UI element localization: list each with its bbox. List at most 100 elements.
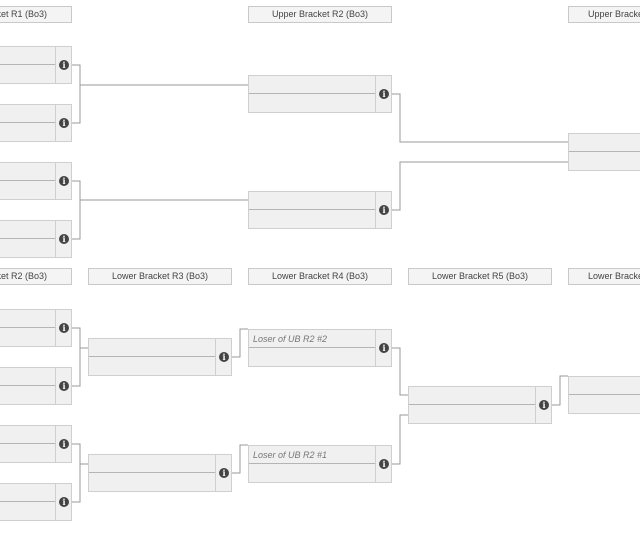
match-ub-r2-2[interactable]: i bbox=[248, 191, 392, 229]
team-slot-top bbox=[249, 192, 375, 210]
header-ub-r1: Upper Bracket R1 (Bo3) bbox=[0, 6, 72, 23]
match-ub-r1-4[interactable]: Anne.TrustEsports x Neoni bbox=[0, 220, 72, 258]
team-slot-bottom: Tt Esports bbox=[0, 181, 55, 199]
match-ub-r1-2[interactable]: Tt EsportsLioni bbox=[0, 104, 72, 142]
match-lb-r2-2[interactable]: Lightning i bbox=[0, 367, 72, 405]
team-slot-bottom: TMG bbox=[0, 65, 55, 83]
match-info-cell: i bbox=[55, 368, 72, 404]
connector-line bbox=[72, 85, 81, 124]
connector-line bbox=[232, 328, 248, 358]
team-slot-bottom bbox=[249, 464, 375, 482]
connector-line bbox=[552, 375, 568, 406]
connector-line bbox=[72, 200, 81, 240]
header-ub-final: Upper Bracket Final (Bo3) bbox=[568, 6, 640, 23]
connector-line bbox=[392, 414, 408, 465]
match-info-cell: i bbox=[55, 484, 72, 520]
info-icon[interactable]: i bbox=[379, 459, 389, 469]
match-lb-r4-1[interactable]: Loser of UB R2 #2 i bbox=[248, 329, 392, 367]
info-icon[interactable]: i bbox=[59, 439, 69, 449]
team-slot-top bbox=[249, 76, 375, 94]
team-slot-bottom bbox=[89, 357, 215, 375]
info-icon[interactable]: i bbox=[219, 352, 229, 362]
team-slot-bottom: Lion bbox=[0, 123, 55, 141]
info-icon[interactable]: i bbox=[59, 323, 69, 333]
match-ub-r1-3[interactable]: Tt Esports i bbox=[0, 162, 72, 200]
team-slot-bottom bbox=[249, 94, 375, 112]
info-icon[interactable]: i bbox=[59, 176, 69, 186]
info-icon[interactable]: i bbox=[59, 234, 69, 244]
match-lb-final-1[interactable]: i bbox=[568, 376, 640, 414]
team-slot-bottom bbox=[249, 210, 375, 228]
header-lb-final: Lower Bracket Final (Bo3) bbox=[568, 268, 640, 285]
team-slot-top bbox=[0, 163, 55, 181]
match-info-cell: i bbox=[55, 426, 72, 462]
match-lb-r2-4[interactable]: Ultrai bbox=[0, 483, 72, 521]
info-icon[interactable]: i bbox=[379, 343, 389, 353]
team-slot-top: Predator bbox=[0, 47, 55, 65]
team-slot-top: Tt Esports bbox=[0, 105, 55, 123]
team-slot-top bbox=[0, 368, 55, 386]
team-slot-top: Anne.Trust bbox=[0, 221, 55, 239]
match-info-cell: i bbox=[375, 192, 392, 228]
match-info-cell: i bbox=[215, 455, 232, 491]
connector-line bbox=[72, 443, 88, 465]
team-slot-bottom bbox=[89, 473, 215, 491]
info-icon[interactable]: i bbox=[219, 468, 229, 478]
connector-line bbox=[72, 64, 248, 86]
connector-line bbox=[72, 180, 248, 201]
match-ub-r1-1[interactable]: PredatorTMG i bbox=[0, 46, 72, 84]
info-icon[interactable]: i bbox=[59, 60, 69, 70]
match-info-cell: i bbox=[55, 47, 72, 83]
header-lb-r4: Lower Bracket R4 (Bo3) bbox=[248, 268, 392, 285]
info-icon[interactable]: i bbox=[539, 400, 549, 410]
match-lb-r3-1[interactable]: i bbox=[88, 338, 232, 376]
team-slot-top bbox=[89, 455, 215, 473]
info-icon[interactable]: i bbox=[59, 381, 69, 391]
team-slot-bottom bbox=[409, 405, 535, 423]
team-slot-bottom bbox=[569, 152, 640, 170]
team-slot-bottom: Lightning bbox=[0, 386, 55, 404]
match-info-cell: i bbox=[55, 310, 72, 346]
team-slot-bottom: Racer bbox=[0, 444, 55, 462]
team-slot-top bbox=[569, 377, 640, 395]
info-icon[interactable]: i bbox=[379, 89, 389, 99]
info-icon[interactable]: i bbox=[59, 497, 69, 507]
team-slot-bottom bbox=[0, 328, 55, 346]
team-slot-bottom bbox=[569, 395, 640, 413]
match-ub-final-1[interactable]: i bbox=[568, 133, 640, 171]
match-info-cell: i bbox=[215, 339, 232, 375]
team-slot-top bbox=[0, 484, 55, 502]
match-lb-r3-2[interactable]: i bbox=[88, 454, 232, 492]
match-lb-r5-1[interactable]: i bbox=[408, 386, 552, 424]
match-info-cell: i bbox=[55, 163, 72, 199]
match-lb-r4-2[interactable]: Loser of UB R2 #1 i bbox=[248, 445, 392, 483]
header-ub-r2: Upper Bracket R2 (Bo3) bbox=[248, 6, 392, 23]
connector-line bbox=[392, 161, 568, 211]
match-info-cell: i bbox=[375, 446, 392, 482]
match-lb-r2-1[interactable]: TMGi bbox=[0, 309, 72, 347]
header-lb-r3: Lower Bracket R3 (Bo3) bbox=[88, 268, 232, 285]
team-slot-bottom: Ultra bbox=[0, 502, 55, 520]
connector-line bbox=[72, 464, 81, 503]
connector-line bbox=[72, 348, 81, 387]
header-lb-r2: Lower Bracket R2 (Bo3) bbox=[0, 268, 72, 285]
match-info-cell: i bbox=[375, 330, 392, 366]
match-info-cell: i bbox=[55, 105, 72, 141]
info-icon[interactable]: i bbox=[379, 205, 389, 215]
match-lb-r2-3[interactable]: Raceri bbox=[0, 425, 72, 463]
match-info-cell: i bbox=[535, 387, 552, 423]
team-slot-top: Loser of UB R2 #1 bbox=[249, 446, 375, 464]
connector-line bbox=[72, 327, 88, 349]
team-slot-top bbox=[569, 134, 640, 152]
connector-line bbox=[392, 93, 568, 143]
team-slot-top bbox=[409, 387, 535, 405]
info-icon[interactable]: i bbox=[59, 118, 69, 128]
match-info-cell: i bbox=[375, 76, 392, 112]
connector-line bbox=[232, 444, 248, 474]
team-slot-top: Loser of UB R2 #2 bbox=[249, 330, 375, 348]
team-slot-top bbox=[0, 426, 55, 444]
match-ub-r2-1[interactable]: i bbox=[248, 75, 392, 113]
match-info-cell: i bbox=[55, 221, 72, 257]
